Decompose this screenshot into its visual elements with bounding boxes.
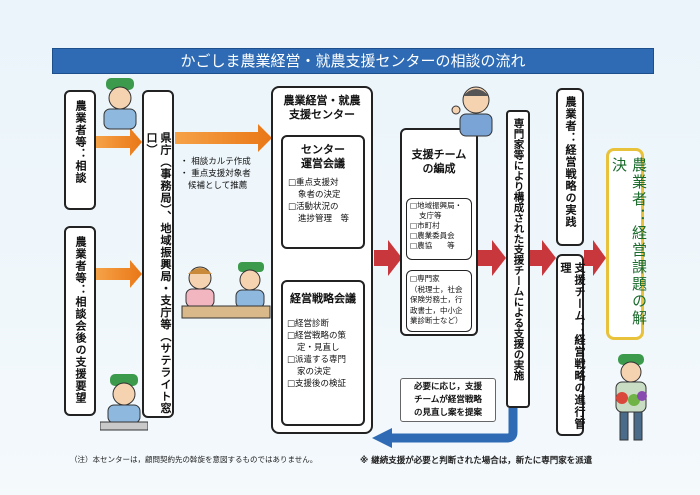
- arrow-team-to-experts: [478, 240, 506, 276]
- arrow-to-center: [175, 124, 272, 152]
- footnote-right: ※ 継続支援が必要と判断された場合は，新たに専門家を派遣: [360, 456, 593, 466]
- council-title-line2: 運営会議: [301, 157, 345, 170]
- council-title: センター 運営会議: [283, 143, 363, 171]
- arrow-consult: [96, 128, 142, 156]
- center-title-line2: 支援センター: [289, 108, 355, 121]
- review-note: 必要に応じ，支援 チームが経営戦略 の見直し案を提案: [400, 378, 496, 422]
- center-title-line1: 農業経営・就農: [283, 94, 361, 107]
- team-management-box: 支援チーム：経営戦略の進行管理: [556, 254, 586, 436]
- result-box: 農業者：経営課題の解決: [606, 148, 648, 340]
- strategy-item: □派遣する専門: [287, 355, 347, 365]
- team-expert-item: 政書士，中小企: [410, 305, 463, 315]
- prefecture-box: 県庁（事務局）、地域振興局・支庁等（サテライト窓口）: [142, 90, 174, 418]
- result-label: 農業者：経営課題の解決: [610, 157, 648, 327]
- council-item: 象者の決定: [298, 190, 341, 200]
- strategy-title: 経営戦略会議: [290, 292, 356, 305]
- arrow-to-result: [584, 240, 606, 276]
- farmer-consult-box: 農業者等：相談: [64, 90, 96, 210]
- farmer-icon: [103, 78, 137, 130]
- council-item: 進捗管理 等: [298, 214, 350, 224]
- prefecture-label: 県庁（事務局）、地域振興局・支庁等（サテライト窓口）: [145, 132, 172, 415]
- team-org-box: □地域振興局・ 支庁等 □市町村 □農業委員会 □農協 等: [406, 198, 472, 260]
- team-org-item: □地域振興局・: [410, 201, 463, 210]
- team-org-item: □農業委員会: [410, 231, 455, 240]
- arrow-center-to-team: [374, 240, 402, 276]
- team-org-item: □農協 等: [410, 241, 455, 250]
- strategy-item: □経営診断: [287, 319, 330, 329]
- team-expert-item: 業診断士など）: [410, 316, 463, 325]
- expert-support-label: 専門家等により構成された支援チームによる支援の実施: [512, 118, 525, 381]
- strategy-item: □支援後の検証: [287, 379, 347, 389]
- strategy-item: 定・見直し: [297, 343, 340, 353]
- review-note-line: 必要に応じ，支援: [413, 382, 482, 392]
- farmer-support-label: 農業者等：相談会後の支援要望: [74, 236, 87, 404]
- expert-support-box: 専門家等により構成された支援チームによる支援の実施: [506, 110, 530, 408]
- council-box: センター 運営会議 □重点支援対 象者の決定 □活動状況の 進捗管理 等: [281, 135, 365, 249]
- notes: ・ 相談カルテ作成 ・ 重点支援対象者 候補として推薦: [180, 156, 270, 192]
- review-note-line: チームが経営戦略: [414, 395, 482, 405]
- team-expert-item: 保険労務士，行: [410, 295, 463, 304]
- consultation-icon: [181, 262, 271, 319]
- farmer-consult-label: 農業者等：相談: [74, 100, 87, 184]
- team-experts-box: □専門家 （税理士，社会 保険労務士，行 政書士，中小企 業診断士など）: [406, 270, 472, 332]
- page-title: かごしま農業経営・就農支援センターの相談の流れ: [52, 48, 654, 74]
- farmer-strategy-box: 農業者：経営戦略の実践: [556, 88, 584, 246]
- team-title-line1: 支援チーム: [411, 148, 467, 161]
- council-item: □活動状況の: [288, 202, 339, 212]
- review-note-line: の見直し案を提案: [413, 408, 482, 418]
- note-3: 候補として推薦: [188, 181, 248, 191]
- council-item: □重点支援対: [288, 178, 339, 188]
- strategy-item: 家の決定: [297, 367, 332, 377]
- farmer-with-vegetables-icon: [615, 354, 647, 441]
- arrow-feedback: [388, 408, 518, 443]
- team-expert-item: （税理士，社会: [410, 284, 463, 294]
- farmer-strategy-label: 農業者：経営戦略の実践: [564, 96, 577, 228]
- center-title: 農業経営・就農 支援センター: [273, 94, 371, 122]
- farmer-support-box: 農業者等：相談会後の支援要望: [64, 226, 96, 416]
- note-2: ・ 重点支援対象者: [180, 169, 251, 179]
- strategy-items: □経営診断 □経営戦略の策 定・見直し □派遣する専門 家の決定 □支援後の検証: [287, 318, 363, 390]
- team-title-line2: の編成: [422, 162, 456, 175]
- team-experts-list: □専門家 （税理士，社会 保険労務士，行 政書士，中小企 業診断士など）: [410, 274, 471, 327]
- council-items: □重点支援対 象者の決定 □活動状況の 進捗管理 等: [288, 177, 363, 225]
- strategy-item: □経営戦略の策: [287, 331, 347, 341]
- team-management-label: 支援チーム：経営戦略の進行管理: [559, 262, 586, 430]
- farmer-at-desk-icon: [100, 374, 148, 431]
- note-1: ・ 相談カルテ作成: [180, 157, 251, 167]
- team-org-item: □市町村: [410, 221, 440, 230]
- team-org-list: □地域振興局・ 支庁等 □市町村 □農業委員会 □農協 等: [410, 201, 471, 251]
- team-title: 支援チーム の編成: [402, 148, 476, 176]
- footnote-left: （注）本センターは，顧問契約先の斡旋を意図するものではありません。: [70, 455, 318, 464]
- strategy-box: 経営戦略会議 □経営診断 □経営戦略の策 定・見直し □派遣する専門 家の決定 …: [281, 280, 365, 426]
- expert-icon: [451, 86, 493, 137]
- council-title-line1: センター: [301, 143, 345, 156]
- arrow-support-request: [96, 260, 142, 288]
- team-org-item: 支庁等: [419, 211, 442, 220]
- arrow-experts-to-farmer: [530, 240, 556, 276]
- team-expert-item: □専門家: [410, 274, 440, 283]
